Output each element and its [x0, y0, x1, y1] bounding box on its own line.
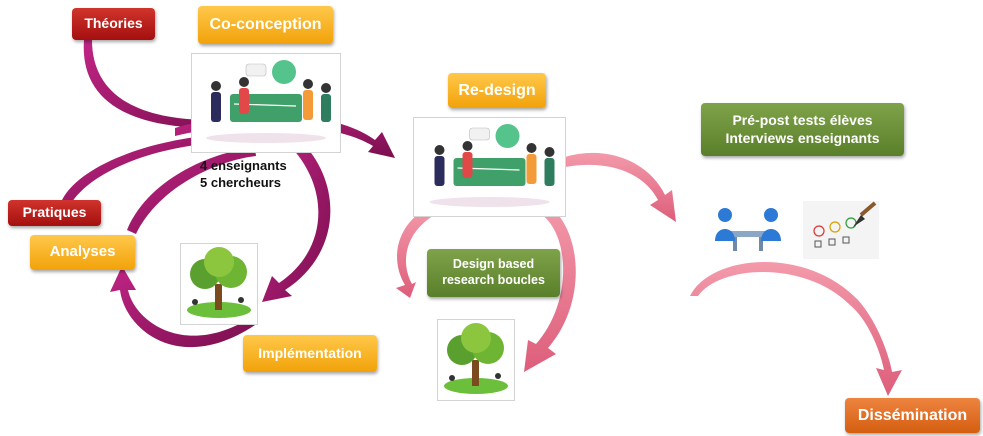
tests-line-1: Pré-post tests élèves — [732, 112, 873, 128]
tree-illustration — [444, 323, 508, 394]
participants-teachers: 4 enseignants — [200, 158, 287, 173]
tests-line-2: Interviews enseignants — [725, 129, 880, 146]
dbr-line-1: Design based — [452, 257, 535, 272]
theories-label: Théories — [72, 8, 155, 40]
arrow-redesign-to-tests — [565, 152, 676, 222]
redesign-label: Re-design — [448, 73, 546, 108]
arrow-implementation-to-analyses — [110, 266, 255, 348]
coconception-illustration — [191, 53, 341, 153]
tree-image-2 — [437, 319, 515, 401]
arrow-dbr-loop-right — [524, 200, 576, 372]
participants-researchers: 5 chercheurs — [200, 174, 281, 190]
implementation-label: Implémentation — [243, 335, 377, 372]
survey-checklist-icon — [813, 201, 877, 248]
analyses-label: Analyses — [30, 235, 135, 270]
collaboration-illustration — [429, 124, 555, 207]
arrow-loop-to-implementation — [262, 140, 331, 302]
redesign-illustration — [413, 117, 566, 217]
arrow-analyses-loop — [127, 148, 256, 234]
collaboration-illustration — [206, 60, 331, 143]
dbr-label: Design based research boucles — [427, 249, 560, 297]
coconception-label: Co-conception — [198, 6, 333, 44]
tree-image-1 — [180, 243, 258, 325]
tree-illustration — [187, 247, 251, 318]
meeting-image — [711, 201, 785, 256]
arrow-dbr-loop-left — [396, 206, 436, 298]
arrow-tests-to-dissemination — [690, 261, 902, 396]
tests-label: Pré-post tests élèves Interviews enseign… — [701, 103, 904, 156]
dissemination-label: Dissémination — [845, 398, 980, 433]
participants-text: 4 enseignants 5 chercheurs — [200, 158, 287, 192]
meeting-icon — [715, 208, 781, 251]
dbr-line-2: research boucles — [442, 273, 545, 287]
pratiques-label: Pratiques — [8, 200, 101, 226]
survey-image — [803, 201, 879, 259]
